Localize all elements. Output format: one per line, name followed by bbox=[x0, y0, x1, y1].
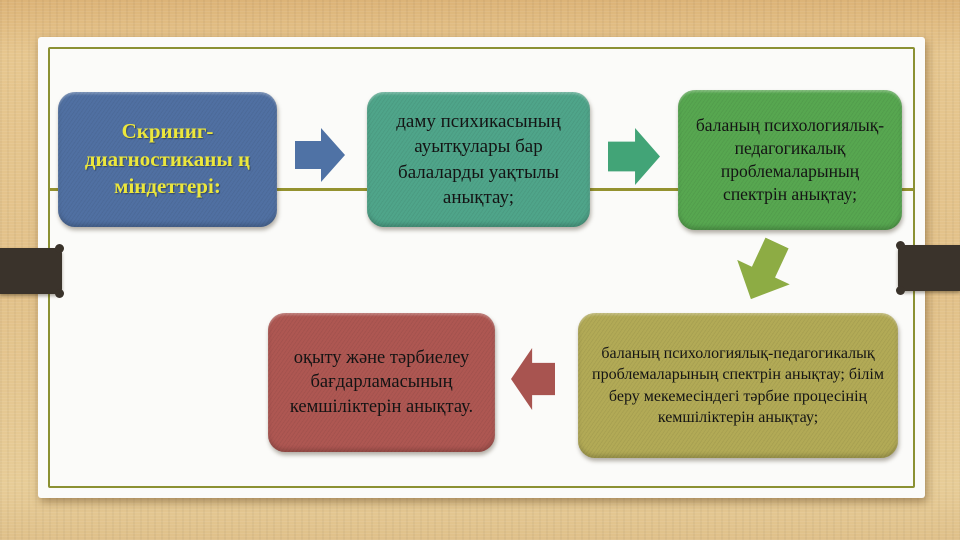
right-arrow-icon bbox=[295, 128, 345, 182]
flow-box-step-3-label: баланың психологиялық-педагогикалық проб… bbox=[592, 345, 884, 426]
right-binding-tab bbox=[896, 241, 960, 295]
flow-box-title: Скриниг-диагностиканы ң міндеттері: bbox=[58, 92, 277, 227]
flow-box-step-1: даму психикасының ауытқулары бар балалар… bbox=[367, 92, 590, 227]
flow-box-step-4: оқыту және тәрбиелеу бағдарламасының кем… bbox=[268, 313, 495, 452]
down-arrow-icon bbox=[725, 231, 804, 312]
left-binding-tab bbox=[0, 244, 64, 298]
flow-box-step-1-label: даму психикасының ауытқулары бар балалар… bbox=[396, 111, 561, 208]
right-arrow-icon bbox=[608, 128, 660, 185]
flow-box-step-2: баланың психологиялық-педагогикалық проб… bbox=[678, 90, 902, 230]
flow-box-step-4-label: оқыту және тәрбиелеу бағдарламасының кем… bbox=[289, 347, 474, 417]
flow-box-step-2-label: баланың психологиялық-педагогикалық проб… bbox=[695, 114, 885, 205]
slide-content-panel: Скриниг-диагностиканы ң міндеттері: даму… bbox=[38, 37, 925, 498]
flow-box-title-label: Скриниг-диагностиканы ң міндеттері: bbox=[84, 118, 251, 199]
left-arrow-icon bbox=[511, 348, 555, 410]
flow-box-step-3: баланың психологиялық-педагогикалық проб… bbox=[578, 313, 898, 458]
